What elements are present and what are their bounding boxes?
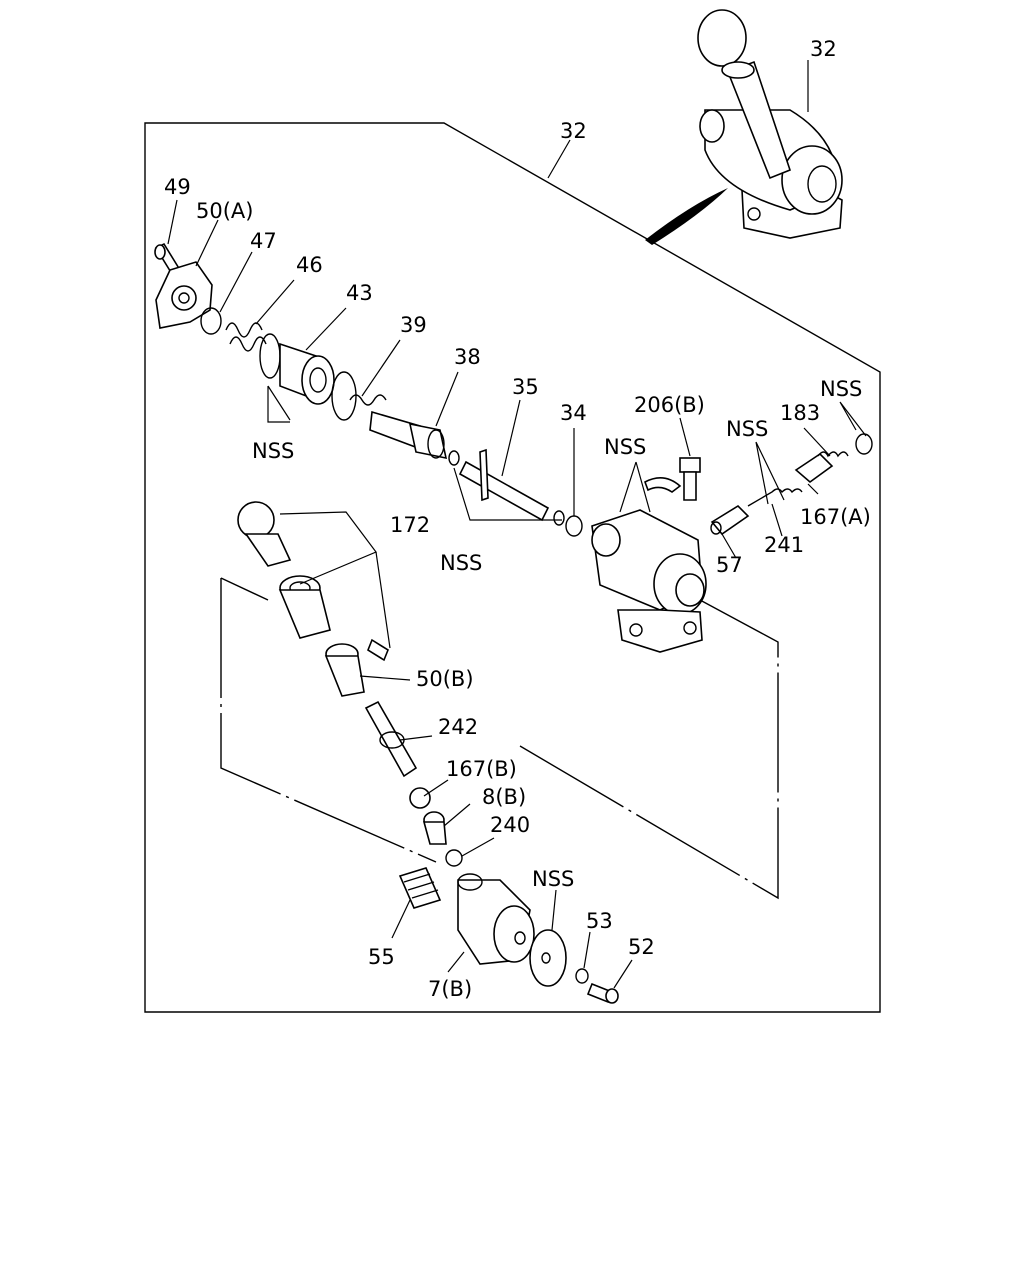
label-38: 38	[454, 345, 481, 369]
label-240: 240	[490, 813, 530, 837]
label-nss-bottom: NSS	[532, 867, 574, 891]
label-50b: 50(B)	[416, 667, 474, 691]
label-172: 172	[390, 513, 430, 537]
label-7b: 7(B)	[428, 977, 472, 1001]
label-8b: 8(B)	[482, 785, 526, 809]
label-nss-center: NSS	[440, 551, 482, 575]
frame	[144, 122, 881, 1013]
label-32-frame: 32	[560, 119, 587, 143]
label-206b: 206(B)	[634, 393, 705, 417]
label-49: 49	[164, 175, 191, 199]
label-nss-right: NSS	[726, 417, 768, 441]
label-nss-left: NSS	[252, 439, 294, 463]
label-nss-mid: NSS	[604, 435, 646, 459]
label-32-assembly: 32	[810, 37, 837, 61]
label-34: 34	[560, 401, 587, 425]
label-46: 46	[296, 253, 323, 277]
label-167a: 167(A)	[800, 505, 871, 529]
label-39: 39	[400, 313, 427, 337]
leader-lines	[167, 60, 867, 989]
label-43: 43	[346, 281, 373, 305]
label-35: 35	[512, 375, 539, 399]
upper-exploded-row	[154, 242, 873, 653]
assembly-32-illustration	[645, 9, 843, 245]
label-55: 55	[368, 945, 395, 969]
lower-exploded-group	[220, 501, 779, 1004]
arrow-to-frame-icon	[645, 188, 728, 245]
label-167b: 167(B)	[446, 757, 517, 781]
label-57: 57	[716, 553, 743, 577]
label-nss-far: NSS	[820, 377, 862, 401]
label-53: 53	[586, 909, 613, 933]
part-labels: 32 32 49 50(A) 47 46 43 39 38 35 34 206(…	[164, 37, 871, 1001]
label-52: 52	[628, 935, 655, 959]
label-47: 47	[250, 229, 277, 253]
label-242: 242	[438, 715, 478, 739]
label-183: 183	[780, 401, 820, 425]
label-50a: 50(A)	[196, 199, 253, 223]
label-241: 241	[764, 533, 804, 557]
